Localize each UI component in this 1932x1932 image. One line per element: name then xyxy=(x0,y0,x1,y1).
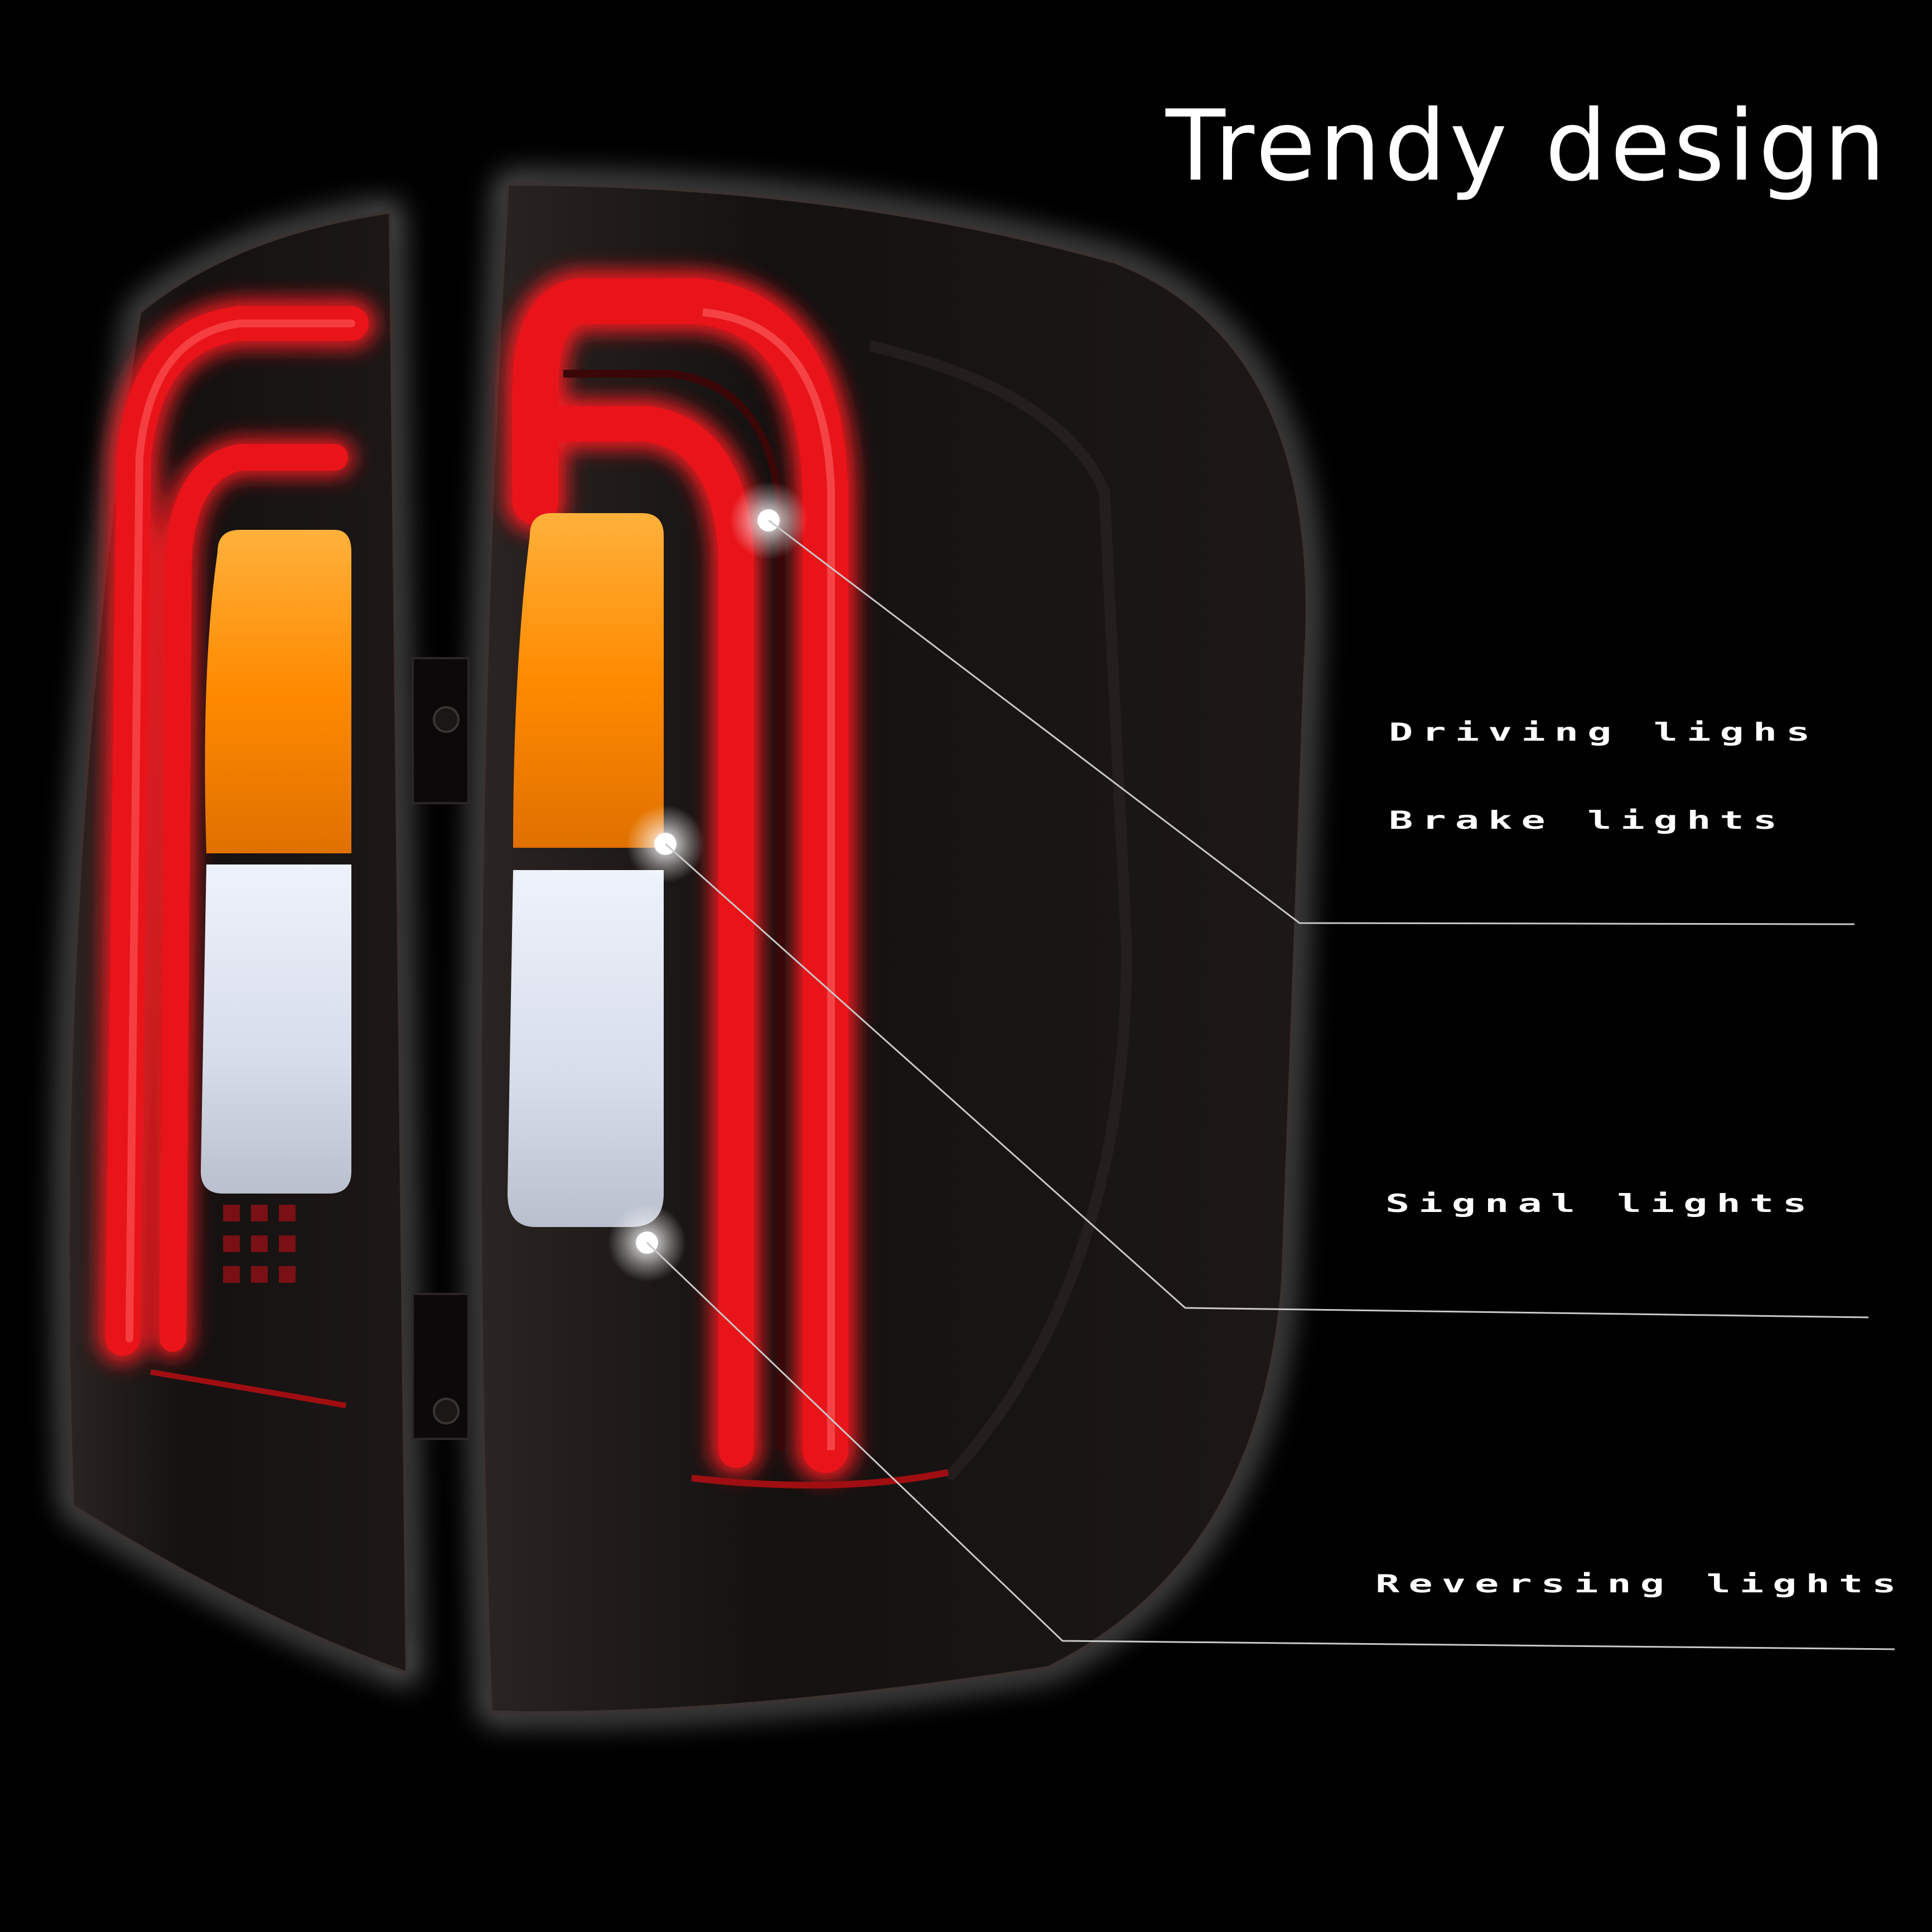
callout-lines xyxy=(646,519,1895,1650)
callout-label-signal: Signal lights xyxy=(1385,1189,1816,1218)
headline: Trendy design xyxy=(1166,90,1889,203)
callout-line-signal xyxy=(665,843,1869,1318)
callout-line-driving-brake xyxy=(768,519,1855,925)
callout-label-reversing: Reversing lights xyxy=(1375,1569,1905,1598)
right-tail-lamp xyxy=(478,182,1309,1714)
callout-line-reversing xyxy=(646,1242,1895,1650)
callout-label-brake: Brake lights xyxy=(1389,805,1786,835)
left-tail-lamp xyxy=(66,210,470,1676)
callout-label-driving: Driving lighs xyxy=(1389,717,1819,747)
